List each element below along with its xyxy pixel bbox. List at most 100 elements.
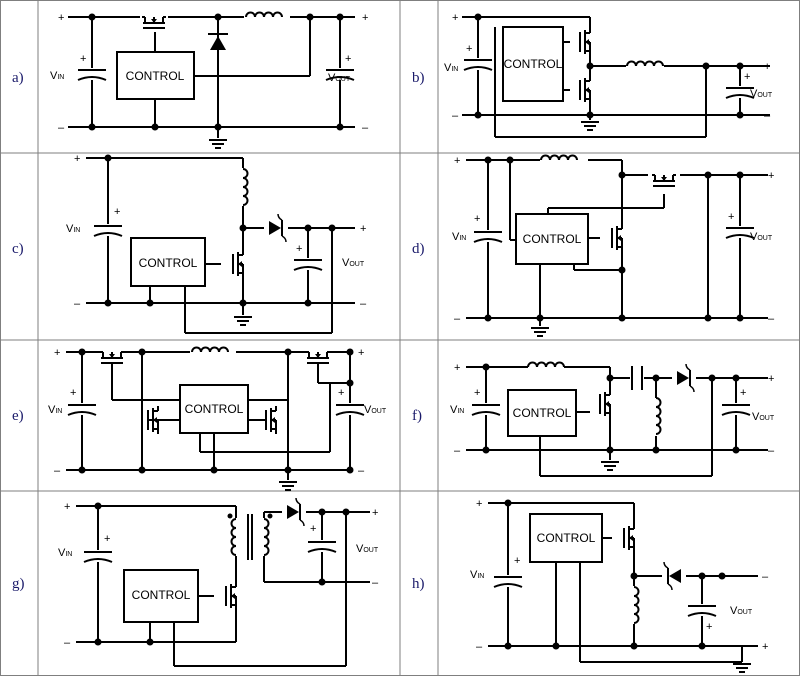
output-fet-e xyxy=(305,351,331,364)
plus-out-f: + xyxy=(768,373,774,385)
vout-f: VOUT xyxy=(752,411,775,423)
primary-winding-g xyxy=(230,518,237,556)
minus-in-a: – xyxy=(58,122,65,134)
cap-plus-in-c: + xyxy=(114,206,120,218)
minus-out-a: – xyxy=(362,122,369,134)
cap-plus-out-b: + xyxy=(744,71,750,83)
vout-g: VOUT xyxy=(356,543,379,555)
minus-in-c: – xyxy=(74,298,81,310)
switch-fet-a xyxy=(141,16,167,29)
plus-in-d: + xyxy=(454,155,460,167)
schematic-h-inverting xyxy=(488,502,758,663)
vout-d: VOUT xyxy=(750,231,773,243)
control-label-a: CONTROL xyxy=(126,69,185,83)
sync-fet-d xyxy=(651,174,677,187)
schematic-g-flyback xyxy=(76,505,370,667)
plus-in-g: + xyxy=(64,501,70,513)
cap-plus-out-f: + xyxy=(740,387,746,399)
minus-in-b: – xyxy=(452,110,459,122)
cap-plus-in-b: + xyxy=(466,43,472,55)
cap-plus-out-d: + xyxy=(728,211,734,223)
cap-plus-in-a: + xyxy=(80,53,86,65)
ground-a xyxy=(208,139,228,149)
control-label-g: CONTROL xyxy=(132,588,191,602)
minus-in-f: – xyxy=(454,445,461,457)
minus-in-d: – xyxy=(454,313,461,325)
schematic-a-buck xyxy=(68,16,355,138)
nodes-c xyxy=(104,154,336,307)
diode-a xyxy=(210,36,226,50)
plus-out-g: + xyxy=(372,507,378,519)
nodes-b xyxy=(474,13,744,119)
switch-fet-f xyxy=(599,389,611,419)
plus-in-h: + xyxy=(476,498,482,510)
coupling-cap-f xyxy=(631,366,643,390)
ground-c xyxy=(233,316,253,326)
ground-b xyxy=(580,121,600,131)
low-fet-right-e xyxy=(265,405,277,435)
plus-in-f: + xyxy=(454,362,460,374)
switch-fet-h xyxy=(623,523,635,553)
diode-c xyxy=(268,213,287,243)
plus-in-e: + xyxy=(54,347,60,359)
vout-a: VOUT xyxy=(328,72,351,84)
inductor-c xyxy=(242,168,249,206)
panel-label-f: f) xyxy=(412,408,422,424)
nodes-g xyxy=(94,502,350,646)
panel-label-d: d) xyxy=(412,241,425,257)
nodes-d xyxy=(484,156,744,322)
schematic-d-sync-boost xyxy=(466,159,768,326)
vin-e: VIN xyxy=(48,404,62,416)
secondary-winding-g xyxy=(263,518,270,556)
cap-plus-in-e: + xyxy=(70,387,76,399)
control-label-h: CONTROL xyxy=(537,531,596,545)
minus-out-e: – xyxy=(358,465,365,477)
minus-in-g: – xyxy=(64,637,71,649)
switch-fet-g xyxy=(225,581,237,611)
inductor-e xyxy=(191,346,229,353)
plus-out-a: + xyxy=(362,12,368,24)
control-label-c: CONTROL xyxy=(139,256,198,270)
low-side-fet-b xyxy=(579,75,591,105)
inductor-1-f xyxy=(527,361,565,368)
plus-out-h: + xyxy=(762,641,768,653)
vin-h: VIN xyxy=(470,569,484,581)
cap-plus-out-h: + xyxy=(706,621,712,633)
inductor-a xyxy=(245,11,283,18)
minus-out-g: – xyxy=(372,577,379,589)
cap-plus-out-c: + xyxy=(296,243,302,255)
ground-d xyxy=(530,327,550,337)
inductor-d xyxy=(540,154,578,161)
control-label-d: CONTROL xyxy=(523,232,582,246)
vout-c: VOUT xyxy=(342,257,365,269)
minus-in-e: – xyxy=(54,465,61,477)
plus-out-d: + xyxy=(768,170,774,182)
nodes-e xyxy=(78,348,354,474)
control-label-b: CONTROL xyxy=(504,57,563,71)
input-cap-e xyxy=(67,404,97,416)
switch-fet-c xyxy=(232,249,244,279)
output-cap-g xyxy=(307,541,337,553)
plus-out-c: + xyxy=(360,223,366,235)
cap-plus-in-h: + xyxy=(514,555,520,567)
plus-in-c: + xyxy=(74,153,80,165)
panel-label-b: b) xyxy=(412,70,425,86)
plus-in-b: + xyxy=(452,12,458,24)
output-cap-e xyxy=(335,404,365,416)
minus-out-h: – xyxy=(762,571,769,583)
switch-fet-d xyxy=(611,223,623,253)
plus-in-a: + xyxy=(58,12,64,24)
input-cap-c xyxy=(93,225,123,237)
output-cap-h xyxy=(687,605,717,617)
minus-in-h: – xyxy=(476,641,483,653)
minus-out-d: – xyxy=(768,313,775,325)
output-cap-f xyxy=(721,404,751,416)
diode-f xyxy=(676,363,695,393)
panel-label-a: a) xyxy=(12,70,24,86)
diode-h xyxy=(663,561,682,591)
schematic-b-sync-buck xyxy=(462,16,770,138)
ground-f xyxy=(600,461,620,471)
vin-a: VIN xyxy=(50,70,64,82)
